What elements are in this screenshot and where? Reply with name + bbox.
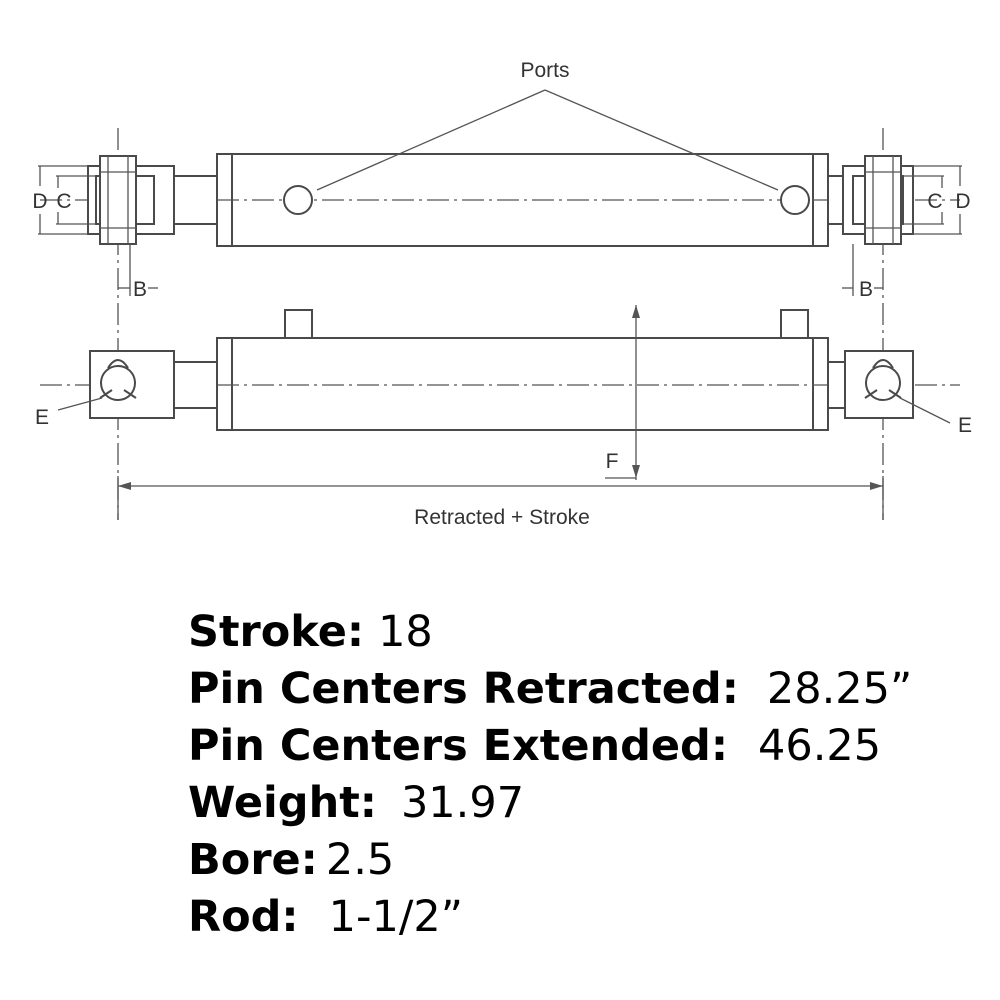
dim-c-right: C: [927, 190, 942, 213]
top-view: Ports D C: [32, 59, 971, 520]
spec-bore: Bore:2.5: [188, 832, 968, 889]
side-view: E E F Retracted + Stroke: [35, 305, 972, 529]
port-boss-left: [284, 309, 313, 339]
spec-stroke: Stroke: 18: [188, 604, 968, 661]
dim-e-left: E: [35, 406, 49, 429]
dim-d-right: D: [955, 190, 970, 213]
spec-value: 18: [378, 607, 433, 657]
spec-label: Stroke:: [188, 607, 365, 657]
dim-f: F: [606, 450, 619, 473]
length-label: Retracted + Stroke: [414, 506, 590, 529]
side-barrel: [216, 337, 829, 431]
spec-weight: Weight: 31.97: [188, 775, 968, 832]
spec-value: 2.5: [325, 835, 395, 885]
spec-rod: Rod: 1-1/2”: [188, 889, 968, 946]
spec-list: Stroke: 18 Pin Centers Retracted: 28.25” P…: [188, 604, 968, 946]
dim-b-right: B: [859, 278, 873, 301]
spec-label: Bore:: [188, 835, 318, 885]
spec-label: Weight:: [188, 778, 377, 828]
cylinder-diagram: Ports D C: [32, 59, 972, 529]
port-right: [780, 185, 810, 215]
dim-c-left: C: [56, 190, 71, 213]
dim-b-left: B: [133, 278, 147, 301]
port-boss-right: [780, 309, 809, 339]
spec-label: Pin Centers Extended:: [188, 721, 729, 771]
dim-d-left: D: [32, 190, 47, 213]
port-left: [283, 185, 313, 215]
spec-value: 1-1/2”: [328, 892, 463, 942]
dim-e-right: E: [958, 414, 972, 437]
spec-pin-centers-retracted: Pin Centers Retracted: 28.25”: [188, 661, 968, 718]
spec-value: 31.97: [400, 778, 525, 828]
ports-label: Ports: [520, 59, 569, 82]
spec-value: 46.25: [758, 721, 882, 771]
spec-pin-centers-extended: Pin Centers Extended: 46.25: [188, 718, 968, 775]
spec-label: Pin Centers Retracted:: [188, 664, 739, 714]
spec-label: Rod:: [188, 892, 299, 942]
spec-value: 28.25”: [766, 664, 913, 714]
